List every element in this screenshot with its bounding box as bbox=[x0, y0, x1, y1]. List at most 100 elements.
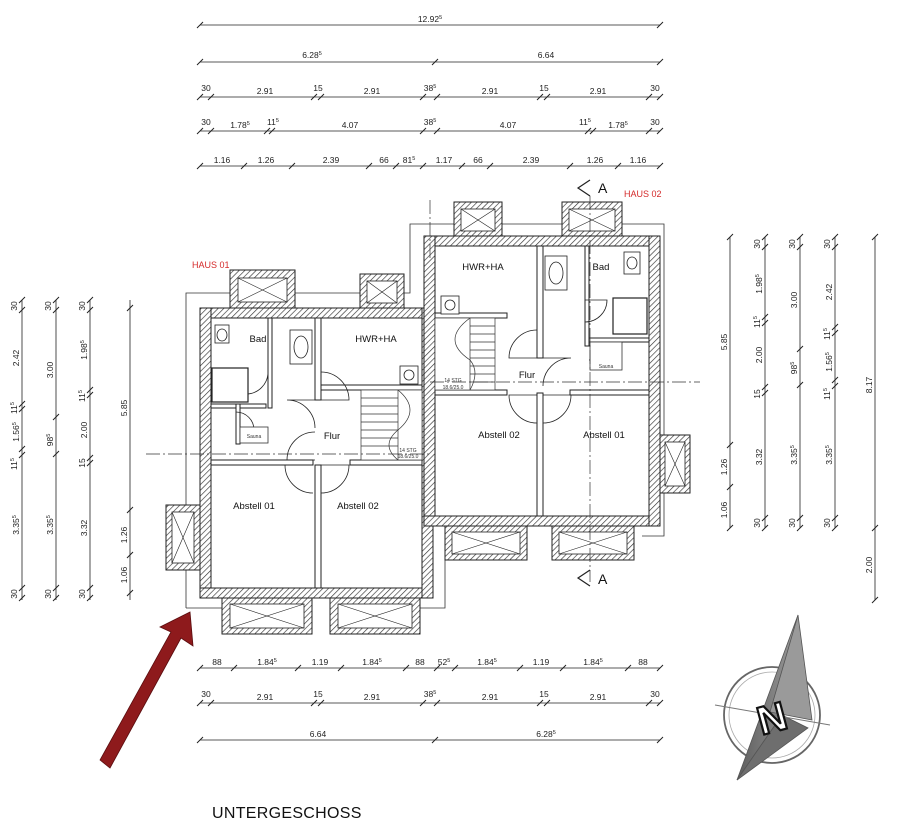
light-wells bbox=[444, 201, 691, 561]
dim-label: 30 bbox=[650, 689, 660, 699]
dim-chain-top-2: 6.285 6.64 bbox=[196, 50, 664, 66]
dim-chain-bottom-2: 30 2.91 15 2.91 385 2.91 15 2.91 30 bbox=[196, 689, 664, 707]
dim-chain-top-3: 30 2.91 15 2.91 385 2.91 15 2.91 30 bbox=[196, 83, 664, 101]
dim-label: 115 bbox=[9, 402, 19, 414]
dim-label: 1.985 bbox=[754, 274, 764, 294]
dim-label: 1.26 bbox=[587, 155, 604, 165]
dim-label: 15 bbox=[539, 83, 549, 93]
dim-label: 2.91 bbox=[482, 86, 499, 96]
dim-chain-left-3: 30 1.985 115 2.00 15 3.32 30 bbox=[77, 296, 94, 602]
dim-label: 1.26 bbox=[719, 458, 729, 475]
room-label-bad: Bad bbox=[593, 262, 610, 273]
stair-note: 14 STG bbox=[444, 378, 461, 384]
dim-label: 1.06 bbox=[119, 566, 129, 583]
dim-chain-top-5: 1.16 1.26 2.39 66 815 1.17 66 2.39 1.26 … bbox=[196, 155, 664, 170]
dim-label: 30 bbox=[822, 518, 832, 528]
dim-label: 30 bbox=[77, 301, 87, 311]
dim-label: 2.00 bbox=[79, 421, 89, 438]
dim-label: 1.845 bbox=[257, 657, 277, 667]
dimension-chains-top: 12.925 6.285 6.64 30 2.91 15 2.91 385 bbox=[196, 14, 664, 170]
haus-01-label: HAUS 01 bbox=[192, 260, 230, 270]
dim-label: 12.925 bbox=[418, 14, 442, 24]
dim-label: 3.32 bbox=[754, 448, 764, 465]
dim-label: 5.85 bbox=[719, 333, 729, 350]
haus-02-label: HAUS 02 bbox=[624, 189, 662, 199]
dim-label: 30 bbox=[650, 117, 660, 127]
interior-walls bbox=[434, 245, 650, 517]
dim-label: 3.355 bbox=[45, 515, 55, 535]
dim-label: 385 bbox=[424, 689, 437, 699]
dimension-chains-left: 30 2.42 115 1.565 115 3.355 30 30 3.00 9… bbox=[9, 296, 134, 602]
room-label-flur: Flur bbox=[519, 370, 535, 381]
haus-01: Sauna bbox=[165, 260, 434, 635]
dim-label: 2.91 bbox=[590, 692, 607, 702]
dim-chain-right-2: 30 3.32 15 2.00 115 1.985 30 bbox=[752, 233, 769, 532]
dim-label: 30 bbox=[201, 117, 211, 127]
dim-label: 15 bbox=[539, 689, 549, 699]
dim-label: 6.64 bbox=[538, 50, 555, 60]
dim-label: 8.17 bbox=[864, 376, 874, 393]
room-label-hwr: HWR+HA bbox=[462, 262, 504, 273]
dim-label: 1.785 bbox=[230, 120, 250, 130]
staircase bbox=[360, 389, 423, 461]
room-label-sauna: Sauna bbox=[247, 434, 262, 440]
dim-label: 15 bbox=[313, 83, 323, 93]
dim-label: 1.19 bbox=[312, 657, 329, 667]
dim-label: 1.985 bbox=[79, 340, 89, 360]
dim-label: 30 bbox=[787, 518, 797, 528]
dim-label: 2.42 bbox=[11, 349, 21, 366]
room-label-hwr: HWR+HA bbox=[355, 334, 397, 345]
stair-note: 14 STG bbox=[399, 448, 416, 454]
dim-label: 30 bbox=[201, 83, 211, 93]
dim-label: 985 bbox=[789, 362, 799, 375]
dim-label: 385 bbox=[424, 83, 437, 93]
section-marker-bottom: A bbox=[576, 569, 608, 587]
dim-label: 66 bbox=[379, 155, 389, 165]
dim-label: 3.00 bbox=[45, 361, 55, 378]
dim-label: 30 bbox=[752, 518, 762, 528]
dim-label: 15 bbox=[77, 458, 87, 468]
dim-label: 115 bbox=[822, 388, 832, 400]
dim-label: 1.26 bbox=[258, 155, 275, 165]
dim-chain-left-1: 30 2.42 115 1.565 115 3.355 30 bbox=[9, 296, 26, 602]
dim-label: 66 bbox=[473, 155, 483, 165]
room-label-abstell-01: Abstell 01 bbox=[583, 430, 625, 441]
dim-label: 1.785 bbox=[608, 120, 628, 130]
dim-label: 2.91 bbox=[482, 692, 499, 702]
dimension-chains-bottom: 88 1.845 1.19 1.845 88 525 1.845 1.19 1.… bbox=[196, 657, 664, 744]
dim-label: 815 bbox=[403, 155, 416, 165]
dim-label: 30 bbox=[201, 689, 211, 699]
dim-label: 2.00 bbox=[864, 556, 874, 573]
dim-label: 3.32 bbox=[79, 519, 89, 536]
room-label-abstell-02: Abstell 02 bbox=[478, 430, 520, 441]
dim-label: 88 bbox=[415, 657, 425, 667]
dim-label: 15 bbox=[313, 689, 323, 699]
room-label-abstell-02: Abstell 02 bbox=[337, 501, 379, 512]
dim-label: 88 bbox=[638, 657, 648, 667]
dim-chain-left-2: 30 3.00 985 3.355 30 bbox=[43, 296, 60, 602]
dim-label: 1.845 bbox=[583, 657, 603, 667]
dim-label: 30 bbox=[9, 301, 19, 311]
dim-label: 6.64 bbox=[310, 729, 327, 739]
dim-chain-top-1: 12.925 bbox=[196, 14, 664, 29]
sauna: Sauna bbox=[239, 426, 269, 444]
dim-label: 1.16 bbox=[214, 155, 231, 165]
bathroom-fixtures bbox=[211, 324, 419, 403]
dim-label: 4.07 bbox=[500, 120, 517, 130]
dim-label: 30 bbox=[650, 83, 660, 93]
sauna: Sauna bbox=[589, 341, 623, 371]
dim-label: 3.355 bbox=[789, 445, 799, 465]
section-letter: A bbox=[598, 571, 608, 587]
dim-label: 30 bbox=[43, 301, 53, 311]
dim-label: 3.00 bbox=[789, 291, 799, 308]
dim-label: 2.39 bbox=[323, 155, 340, 165]
dim-chain-right-1: 1.06 1.26 5.85 bbox=[719, 233, 734, 532]
dim-label: 1.17 bbox=[436, 155, 453, 165]
dim-chain-right-4: 30 3.355 115 1.565 115 2.42 30 bbox=[822, 233, 839, 532]
staircase bbox=[434, 317, 496, 391]
dim-label: 2.00 bbox=[754, 346, 764, 363]
room-label-sauna: Sauna bbox=[599, 364, 614, 370]
room-label-abstell-01: Abstell 01 bbox=[233, 501, 275, 512]
dim-label: 1.06 bbox=[719, 501, 729, 518]
